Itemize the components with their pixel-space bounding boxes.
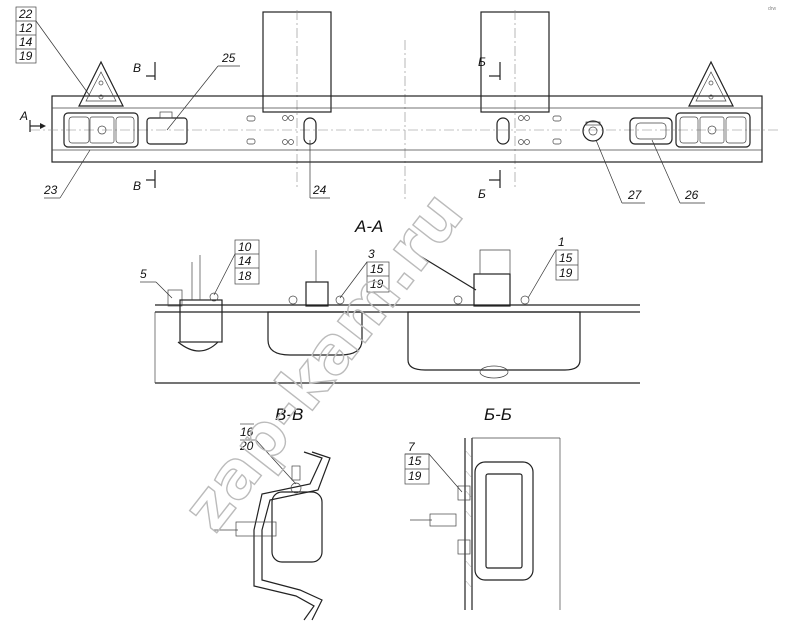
- reflector-triangle-right: [688, 60, 734, 107]
- callout-3: 3: [368, 247, 375, 261]
- callout-16: 16: [240, 425, 254, 439]
- section-aa-title: A-A: [354, 217, 383, 236]
- callout-14b: 14: [238, 254, 252, 268]
- section-plate-lamp: [267, 250, 363, 356]
- section-mark-b-top: Б: [478, 55, 486, 69]
- mounting-holes: [246, 115, 562, 145]
- callout-19d: 19: [408, 469, 422, 483]
- rear-crossbar: [51, 95, 763, 163]
- callout-18: 18: [238, 269, 252, 283]
- section-aa: 5 10 14 18 3 15 19 1 15 19: [140, 235, 640, 384]
- reflector-triangle-left: [78, 60, 124, 107]
- section-marks: A В В Б Б: [19, 55, 501, 201]
- callout-1: 1: [558, 235, 565, 249]
- callout-25: 25: [221, 51, 236, 65]
- section-bb: 7 15 19: [404, 437, 561, 610]
- callout-15b: 15: [559, 251, 573, 265]
- socket-assembly: [167, 255, 223, 352]
- callout-15: 15: [370, 262, 384, 276]
- callout-14: 14: [19, 35, 33, 49]
- callout-20: 20: [239, 439, 254, 453]
- callout-12: 12: [19, 21, 33, 35]
- electrical-socket: [582, 120, 604, 142]
- callout-10: 10: [238, 240, 252, 254]
- watermark: zap-kam.ru: [169, 179, 478, 545]
- tail-lamp-right: [675, 112, 751, 148]
- section-mark-b-bottom: Б: [478, 187, 486, 201]
- callout-23: 23: [43, 183, 58, 197]
- tail-lamp-left: [63, 112, 139, 148]
- callout-19b: 19: [370, 277, 384, 291]
- callout-5: 5: [140, 267, 147, 281]
- corner-note: drw: [768, 6, 776, 12]
- section-mark-v-bottom: В: [133, 179, 141, 193]
- callout-26: 26: [684, 188, 699, 202]
- plan-view: A В В Б Б 22 12 14 19 25: [15, 6, 780, 204]
- callout-15c: 15: [408, 454, 422, 468]
- callout-7: 7: [408, 440, 416, 454]
- rear-fog-lamp: [629, 117, 673, 145]
- callout-27: 27: [627, 188, 643, 202]
- section-mark-a: A: [19, 109, 28, 123]
- callout-19: 19: [19, 49, 33, 63]
- section-vv-title: B-B: [275, 405, 303, 424]
- callout-24: 24: [312, 183, 327, 197]
- callout-19c: 19: [559, 266, 573, 280]
- section-mark-v-top: В: [133, 61, 141, 75]
- section-bb-title: Б-Б: [484, 405, 512, 424]
- section-tail-lamp: [407, 249, 581, 379]
- license-plate-lamp: [146, 111, 188, 145]
- plan-callouts: 22 12 14 19 25 23 24 27 26: [15, 6, 705, 204]
- callout-22: 22: [18, 7, 33, 21]
- section-vv: 16 20: [214, 423, 331, 621]
